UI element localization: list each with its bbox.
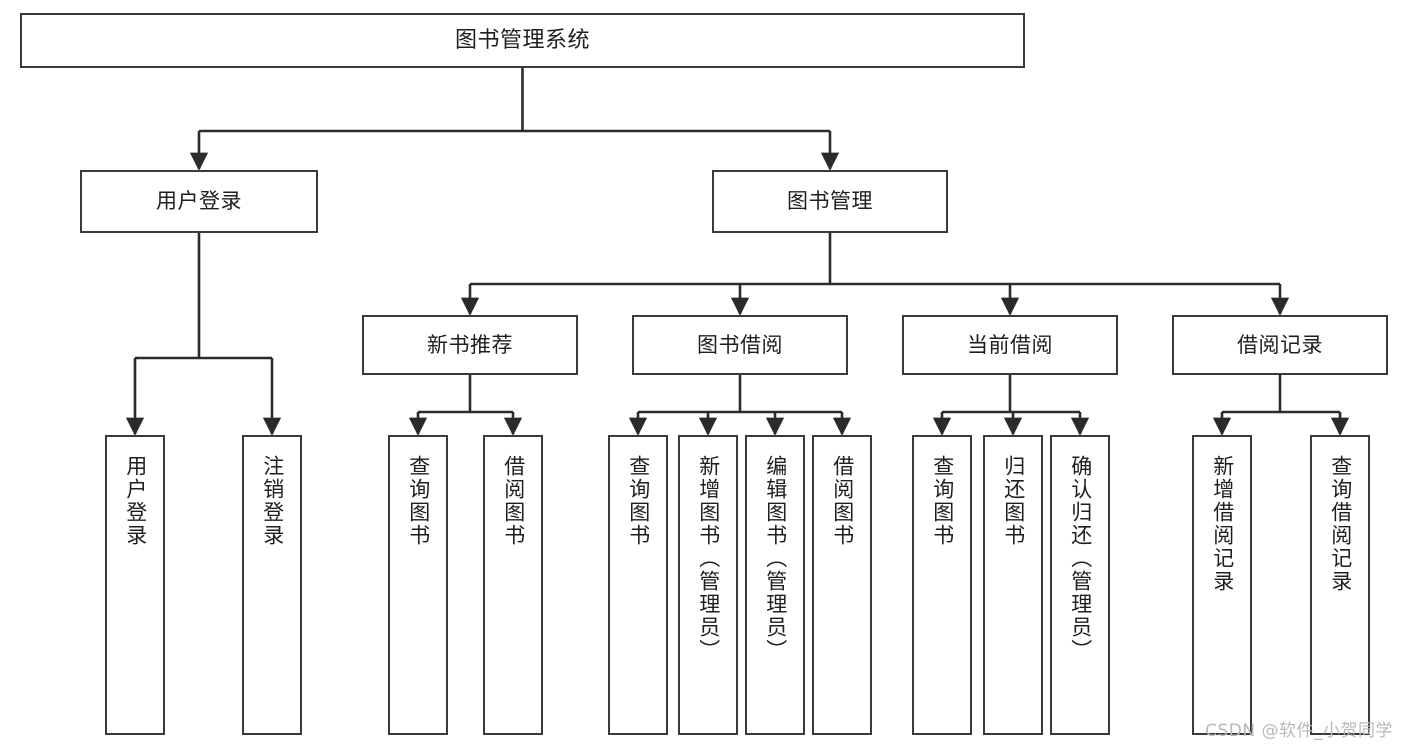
node-leaf-bb-borrow[interactable]: 借阅图书 [812,435,872,735]
node-label: 查询图书 [930,455,955,547]
node-label: 新书推荐 [427,332,513,357]
node-label: 确认归还（管理员） [1068,455,1093,662]
node-label: 查询图书 [626,455,651,547]
node-label: 图书管理系统 [454,27,590,53]
node-label: 图书管理 [787,189,873,214]
node-user-login[interactable]: 用户登录 [80,170,318,233]
node-leaf-cb-confirm[interactable]: 确认归还（管理员） [1050,435,1110,735]
node-label: 用户登录 [156,189,242,214]
node-label: 查询图书 [406,455,431,547]
node-leaf-br-add[interactable]: 新增借阅记录 [1192,435,1252,735]
node-leaf-cb-query[interactable]: 查询图书 [912,435,972,735]
node-leaf-rec-borrow[interactable]: 借阅图书 [483,435,543,735]
node-book-mgmt[interactable]: 图书管理 [712,170,948,233]
node-book-borrow[interactable]: 图书借阅 [632,315,848,375]
node-label: 查询借阅记录 [1328,455,1353,593]
node-leaf-rec-query[interactable]: 查询图书 [388,435,448,735]
node-leaf-cb-return[interactable]: 归还图书 [983,435,1043,735]
node-label: 注销登录 [260,455,285,547]
node-label: 借阅记录 [1237,332,1323,357]
node-label: 归还图书 [1001,455,1026,547]
node-leaf-br-query[interactable]: 查询借阅记录 [1310,435,1370,735]
node-label: 用户登录 [123,455,148,547]
node-root[interactable]: 图书管理系统 [20,13,1025,68]
node-leaf-bb-edit[interactable]: 编辑图书（管理员） [745,435,805,735]
node-label: 借阅图书 [501,455,526,547]
node-new-book-rec[interactable]: 新书推荐 [362,315,578,375]
node-label: 图书借阅 [697,332,783,357]
node-leaf-user-login[interactable]: 用户登录 [105,435,165,735]
csdn-watermark: CSDN @软件_小贺同学 [1205,721,1393,741]
node-label: 借阅图书 [830,455,855,547]
node-current-borrow[interactable]: 当前借阅 [902,315,1118,375]
node-leaf-bb-query[interactable]: 查询图书 [608,435,668,735]
node-label: 当前借阅 [967,332,1053,357]
node-label: 新增图书（管理员） [696,455,721,662]
node-label: 新增借阅记录 [1210,455,1235,593]
node-leaf-bb-add[interactable]: 新增图书（管理员） [678,435,738,735]
node-leaf-user-logout[interactable]: 注销登录 [242,435,302,735]
node-borrow-record[interactable]: 借阅记录 [1172,315,1388,375]
node-label: 编辑图书（管理员） [763,455,788,662]
